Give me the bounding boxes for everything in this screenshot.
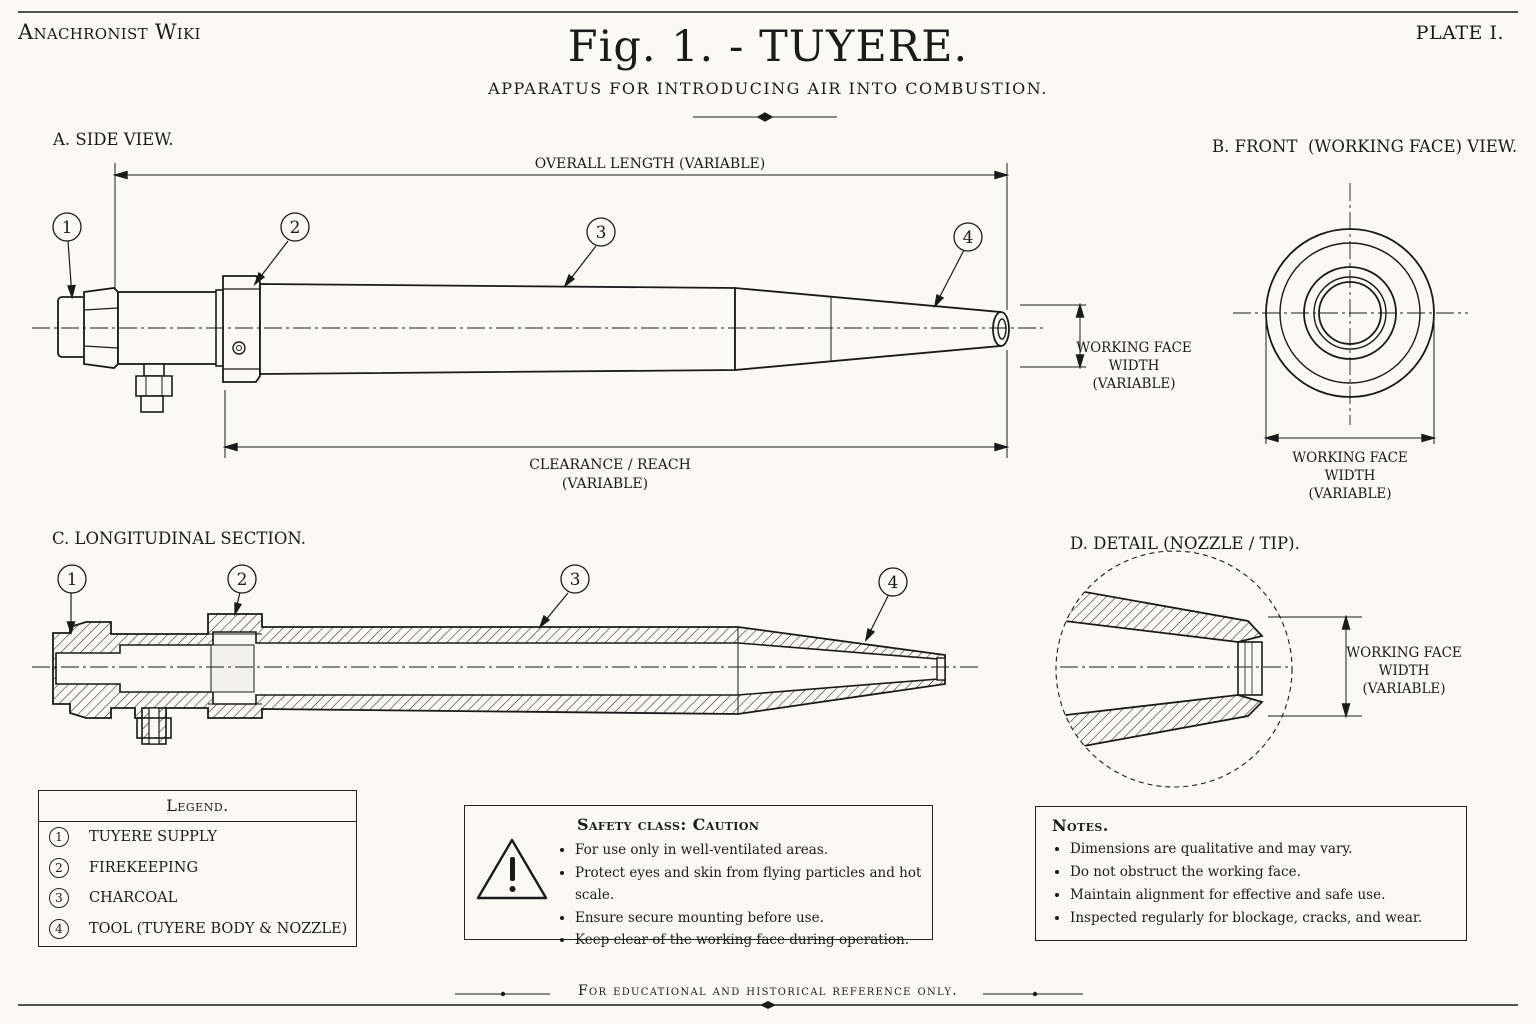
section-callout-3-text: 3 <box>570 570 581 590</box>
front-view-drawing <box>1233 183 1468 444</box>
title-ornament <box>693 112 837 122</box>
notes-title: Notes. <box>1052 816 1109 835</box>
legend-item: 3 CHARCOAL <box>39 883 356 914</box>
safety-item: Ensure secure mounting before use. <box>575 907 932 930</box>
warning-triangle-icon <box>476 838 548 900</box>
notes-list: Dimensions are qualitative and may vary.… <box>1052 838 1422 930</box>
section-callout-3 <box>560 564 590 594</box>
front-face-width-line2: WIDTH <box>1324 468 1376 484</box>
side-face-width-line3: (VARIABLE) <box>1092 376 1176 392</box>
side-face-width-line1: WORKING FACE <box>1076 340 1192 356</box>
legend-item: 2 FIREKEEPING <box>39 853 356 884</box>
figure-title: Fig. 1. - TUYERE. <box>567 22 969 72</box>
overall-length-label: OVERALL LENGTH (VARIABLE) <box>534 156 766 172</box>
side-callout-2-text: 2 <box>290 218 301 238</box>
clearance-label-line1: CLEARANCE / REACH <box>529 457 691 473</box>
safety-item: Protect eyes and skin from flying partic… <box>575 862 932 907</box>
detail-face-width-line3: (VARIABLE) <box>1362 681 1446 697</box>
front-face-width-line1: WORKING FACE <box>1292 450 1408 466</box>
figure-subtitle: APPARATUS FOR INTRODUCING AIR INTO COMBU… <box>488 79 1048 98</box>
section-callout-4 <box>878 567 908 597</box>
legend-label: TUYERE SUPPLY <box>89 829 218 846</box>
plate-label: PLATE I. <box>1415 22 1504 44</box>
side-callout-1-text: 1 <box>62 218 73 238</box>
side-callout-2 <box>280 212 310 242</box>
legend-title: Legend. <box>39 791 356 822</box>
brand-name: Anachronist Wiki <box>18 20 201 44</box>
note-item: Dimensions are qualitative and may vary. <box>1070 838 1422 861</box>
front-view-label: B. FRONT (WORKING FACE) VIEW. <box>1212 137 1518 156</box>
side-callout-1 <box>52 212 82 242</box>
legend-number: 1 <box>49 827 69 848</box>
section-callout-1-text: 1 <box>67 570 78 590</box>
legend-label: CHARCOAL <box>89 890 178 907</box>
legend-number: 3 <box>49 888 69 909</box>
legend-number: 2 <box>49 857 69 878</box>
section-view-label: C. LONGITUDINAL SECTION. <box>52 529 307 548</box>
section-callout-4-text: 4 <box>888 573 899 593</box>
side-face-width-line2: WIDTH <box>1108 358 1160 374</box>
side-callout-3-text: 3 <box>596 223 607 243</box>
legend-item: 1 TUYERE SUPPLY <box>39 822 356 853</box>
clearance-label-line2: (VARIABLE) <box>561 476 649 492</box>
note-item: Do not obstruct the working face. <box>1070 861 1422 884</box>
safety-item: For use only in well-ventilated areas. <box>575 839 932 862</box>
safety-item: Keep clear of the working face during op… <box>575 929 932 952</box>
footer-diamond <box>760 1001 776 1009</box>
footer-ornament-right <box>983 991 1083 997</box>
footer-ornament-left <box>455 991 550 997</box>
safety-box: Safety class: Caution For use only in we… <box>464 805 933 948</box>
legend-label: TOOL (TUYERE BODY & NOZZLE) <box>89 920 348 937</box>
section-view-drawing <box>32 591 982 745</box>
legend-box: Legend. 1 TUYERE SUPPLY 2 FIREKEEPING 3 … <box>38 790 357 947</box>
section-callout-2 <box>227 564 257 594</box>
front-face-width-line3: (VARIABLE) <box>1308 486 1392 502</box>
side-callout-4 <box>953 222 983 252</box>
side-view-drawing <box>32 163 1086 458</box>
section-callout-2-text: 2 <box>237 570 248 590</box>
detail-view-drawing <box>1055 550 1362 788</box>
section-callout-1 <box>57 564 87 594</box>
note-item: Inspected regularly for blockage, cracks… <box>1070 907 1422 930</box>
safety-title: Safety class: Caution <box>577 815 760 834</box>
safety-list: For use only in well-ventilated areas. P… <box>557 839 932 952</box>
legend-number: 4 <box>49 918 69 939</box>
side-callout-4-text: 4 <box>963 228 974 248</box>
side-callout-3 <box>586 217 616 247</box>
detail-view-label: D. DETAIL (NOZZLE / TIP). <box>1070 534 1300 553</box>
side-view-label: A. SIDE VIEW. <box>53 130 174 149</box>
detail-face-width-line1: WORKING FACE <box>1346 645 1462 661</box>
notes-box: Notes. Dimensions are qualitative and ma… <box>1035 806 1467 941</box>
legend-label: FIREKEEPING <box>89 859 199 876</box>
legend-item: 4 TOOL (TUYERE BODY & NOZZLE) <box>39 914 356 945</box>
detail-face-width-line2: WIDTH <box>1378 663 1430 679</box>
note-item: Maintain alignment for effective and saf… <box>1070 884 1422 907</box>
footer-text: For educational and historical reference… <box>578 983 958 999</box>
